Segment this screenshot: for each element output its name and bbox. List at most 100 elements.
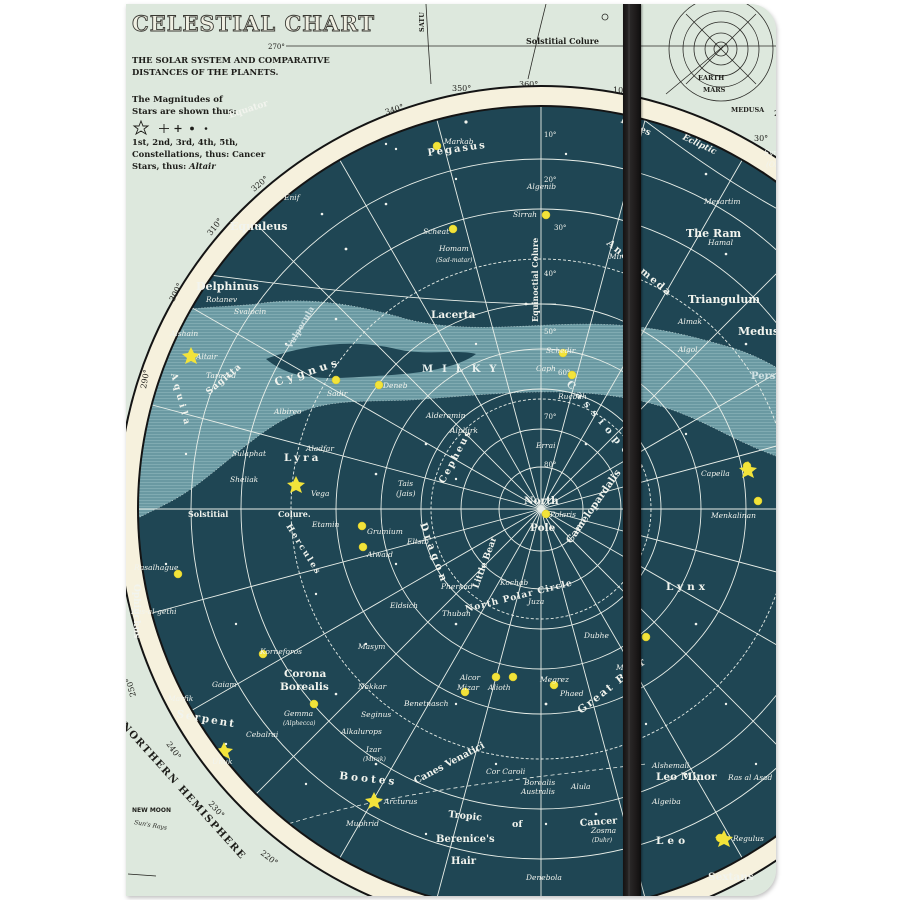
deg-250: 250° xyxy=(126,677,138,698)
star-marfik: Marfik xyxy=(167,694,194,703)
star-seginus: Seginus xyxy=(361,710,391,719)
legend-stars-example: Altair xyxy=(188,161,216,171)
star-aladfar: Aladfar xyxy=(305,444,334,453)
label-cancer: Cancer xyxy=(579,815,618,829)
label-lynx: Lynx xyxy=(666,581,709,593)
star-dubhe: Dubhe xyxy=(583,631,609,640)
tropic-of-cancer-line xyxy=(255,763,647,835)
label-delphinus: Delphinus xyxy=(196,280,259,293)
star-polaris: Polaris xyxy=(549,510,576,519)
label-ram: The Ram xyxy=(686,227,742,240)
star-australis: Australis xyxy=(520,787,555,796)
star-syndesmos: Syndesmos xyxy=(764,148,776,157)
star-ras-al-gethi: Ras-al-gethi xyxy=(130,607,177,616)
label-colure: Colure. xyxy=(278,509,311,519)
star-sirrah: Sirrah xyxy=(513,210,537,219)
dec-70: 70° xyxy=(544,413,556,421)
subtitle-line-2: DISTANCES OF THE PLANETS. xyxy=(132,67,278,77)
star-svalocin: Svalocin xyxy=(234,307,266,316)
star-alshemali: Alshemali xyxy=(651,761,690,770)
star-gaiam: Gaiam xyxy=(212,680,236,689)
star-deneb: Deneb xyxy=(382,381,408,390)
ecliptic-line xyxy=(525,107,776,225)
dec-30: 30° xyxy=(554,224,566,232)
solstitial-colure-label: Solstitial Colure xyxy=(526,36,599,46)
star-vega: Vega xyxy=(311,489,329,498)
star-phaed: Phaed xyxy=(559,689,584,698)
star-scheat: Scheat xyxy=(423,227,450,236)
star-hamal: Hamal xyxy=(707,238,734,247)
star-ras-al-asad: Ras al Asad xyxy=(727,773,773,782)
star-cebalrai: Cebalrai xyxy=(246,730,279,739)
star-alderamin: Alderamin xyxy=(425,411,466,420)
dec-60: 60° xyxy=(558,369,570,377)
star-kochab: Kochab xyxy=(499,578,528,587)
notebook-cover: CELESTIAL CHART THE SOLAR SYSTEM AND COM… xyxy=(126,4,776,896)
star-caph: Caph xyxy=(536,364,556,373)
star-gemma-sub: (Alphecca) xyxy=(283,720,316,727)
deg-10: 10° xyxy=(613,86,627,95)
star-denebola: Denebola xyxy=(525,873,562,882)
label-leo: Leo xyxy=(656,835,689,847)
celestial-chart: CELESTIAL CHART THE SOLAR SYSTEM AND COM… xyxy=(126,4,776,896)
label-leo-minor: Leo Minor xyxy=(656,771,717,783)
star-gemma: Gemma xyxy=(284,709,313,718)
star-errai: Errai xyxy=(535,441,556,450)
star-muphrid: Muphrid xyxy=(345,819,379,828)
star-algenib: Algenib xyxy=(526,182,556,191)
star-tais-sub: (Jais) xyxy=(396,489,416,498)
legend-line-2: Stars are shown thus: xyxy=(132,107,237,117)
star-alshain: Alshain xyxy=(169,329,198,338)
label-hair: Hair xyxy=(451,856,477,867)
star-mirak: Mirak xyxy=(608,252,632,261)
deg-20: 20° xyxy=(774,109,776,118)
label-lyra: Lyra xyxy=(284,452,321,464)
star-cor-caroli: Cor Caroli xyxy=(486,767,526,776)
star-tais: Tais xyxy=(398,479,413,488)
star-alkalurops: Alkalurops xyxy=(340,727,382,736)
star-thuban: Thuban xyxy=(442,609,471,618)
star-izar: Izar xyxy=(365,745,381,754)
declination-labels: 10° 20° 30° 40° 50° 60° 70° 80° xyxy=(544,131,570,469)
star-okdah: (Okdah) xyxy=(766,160,776,169)
dec-10: 10° xyxy=(544,131,556,139)
dec-80: 80° xyxy=(544,461,556,469)
label-milky: MILKY xyxy=(422,364,505,375)
star-capella: Capella xyxy=(701,469,730,478)
legend-stars-prefix: Stars, thus: xyxy=(132,161,186,171)
header-block: CELESTIAL CHART THE SOLAR SYSTEM AND COM… xyxy=(132,11,375,171)
label-triangulum: Triangulum xyxy=(688,293,760,306)
star-menkalinan: Menkalinan xyxy=(710,511,756,520)
orbit-mars-label: MARS xyxy=(703,86,726,94)
star-markab: Markab xyxy=(443,137,474,146)
hour-lines xyxy=(139,107,776,896)
star-alphirk: Alphirk xyxy=(449,426,478,435)
label-sextans: Sextans xyxy=(708,871,754,883)
star-sadir: Sadir xyxy=(327,389,348,398)
legend-line-1: The Magnitudes of xyxy=(132,95,224,105)
star-juza: Juza xyxy=(526,597,544,606)
star-labels: Markab Algenib Sirrah Scheat Homam (Sad-… xyxy=(130,137,776,882)
subtitle-line-1: THE SOLAR SYSTEM AND COMPARATIVE xyxy=(132,55,330,65)
star-unuk: Unuk xyxy=(212,757,233,766)
star-rucbah: Rucbah xyxy=(557,392,587,401)
dec-40: 40° xyxy=(544,270,556,278)
star-pherkad: Pherkad xyxy=(440,582,473,591)
star-altair: Altair xyxy=(195,352,218,361)
star-regulus: Regulus xyxy=(732,834,764,843)
star-izar-sub: (Mirak) xyxy=(363,756,386,763)
star-alwaid: Alwaid xyxy=(366,550,393,559)
label-pole: Pole xyxy=(530,522,556,534)
elastic-closure-band[interactable] xyxy=(623,4,641,896)
magnitude-symbols-icon xyxy=(132,119,208,136)
star-enif: Enif xyxy=(283,193,301,202)
star-tarazed: Tarazed xyxy=(206,371,236,380)
legend-constellations: Constellations, thus: Cancer xyxy=(132,149,266,159)
legend-stars: Stars, thus: Altair xyxy=(132,161,216,171)
label-lacerta: Lacerta xyxy=(431,309,476,321)
cover-title: CELESTIAL CHART xyxy=(132,11,375,36)
star-rotanev: Rotanev xyxy=(205,295,238,304)
star-masym: Masym xyxy=(357,642,385,651)
star-borealis: Borealis xyxy=(523,778,555,787)
star-homam: Homam xyxy=(438,244,469,253)
